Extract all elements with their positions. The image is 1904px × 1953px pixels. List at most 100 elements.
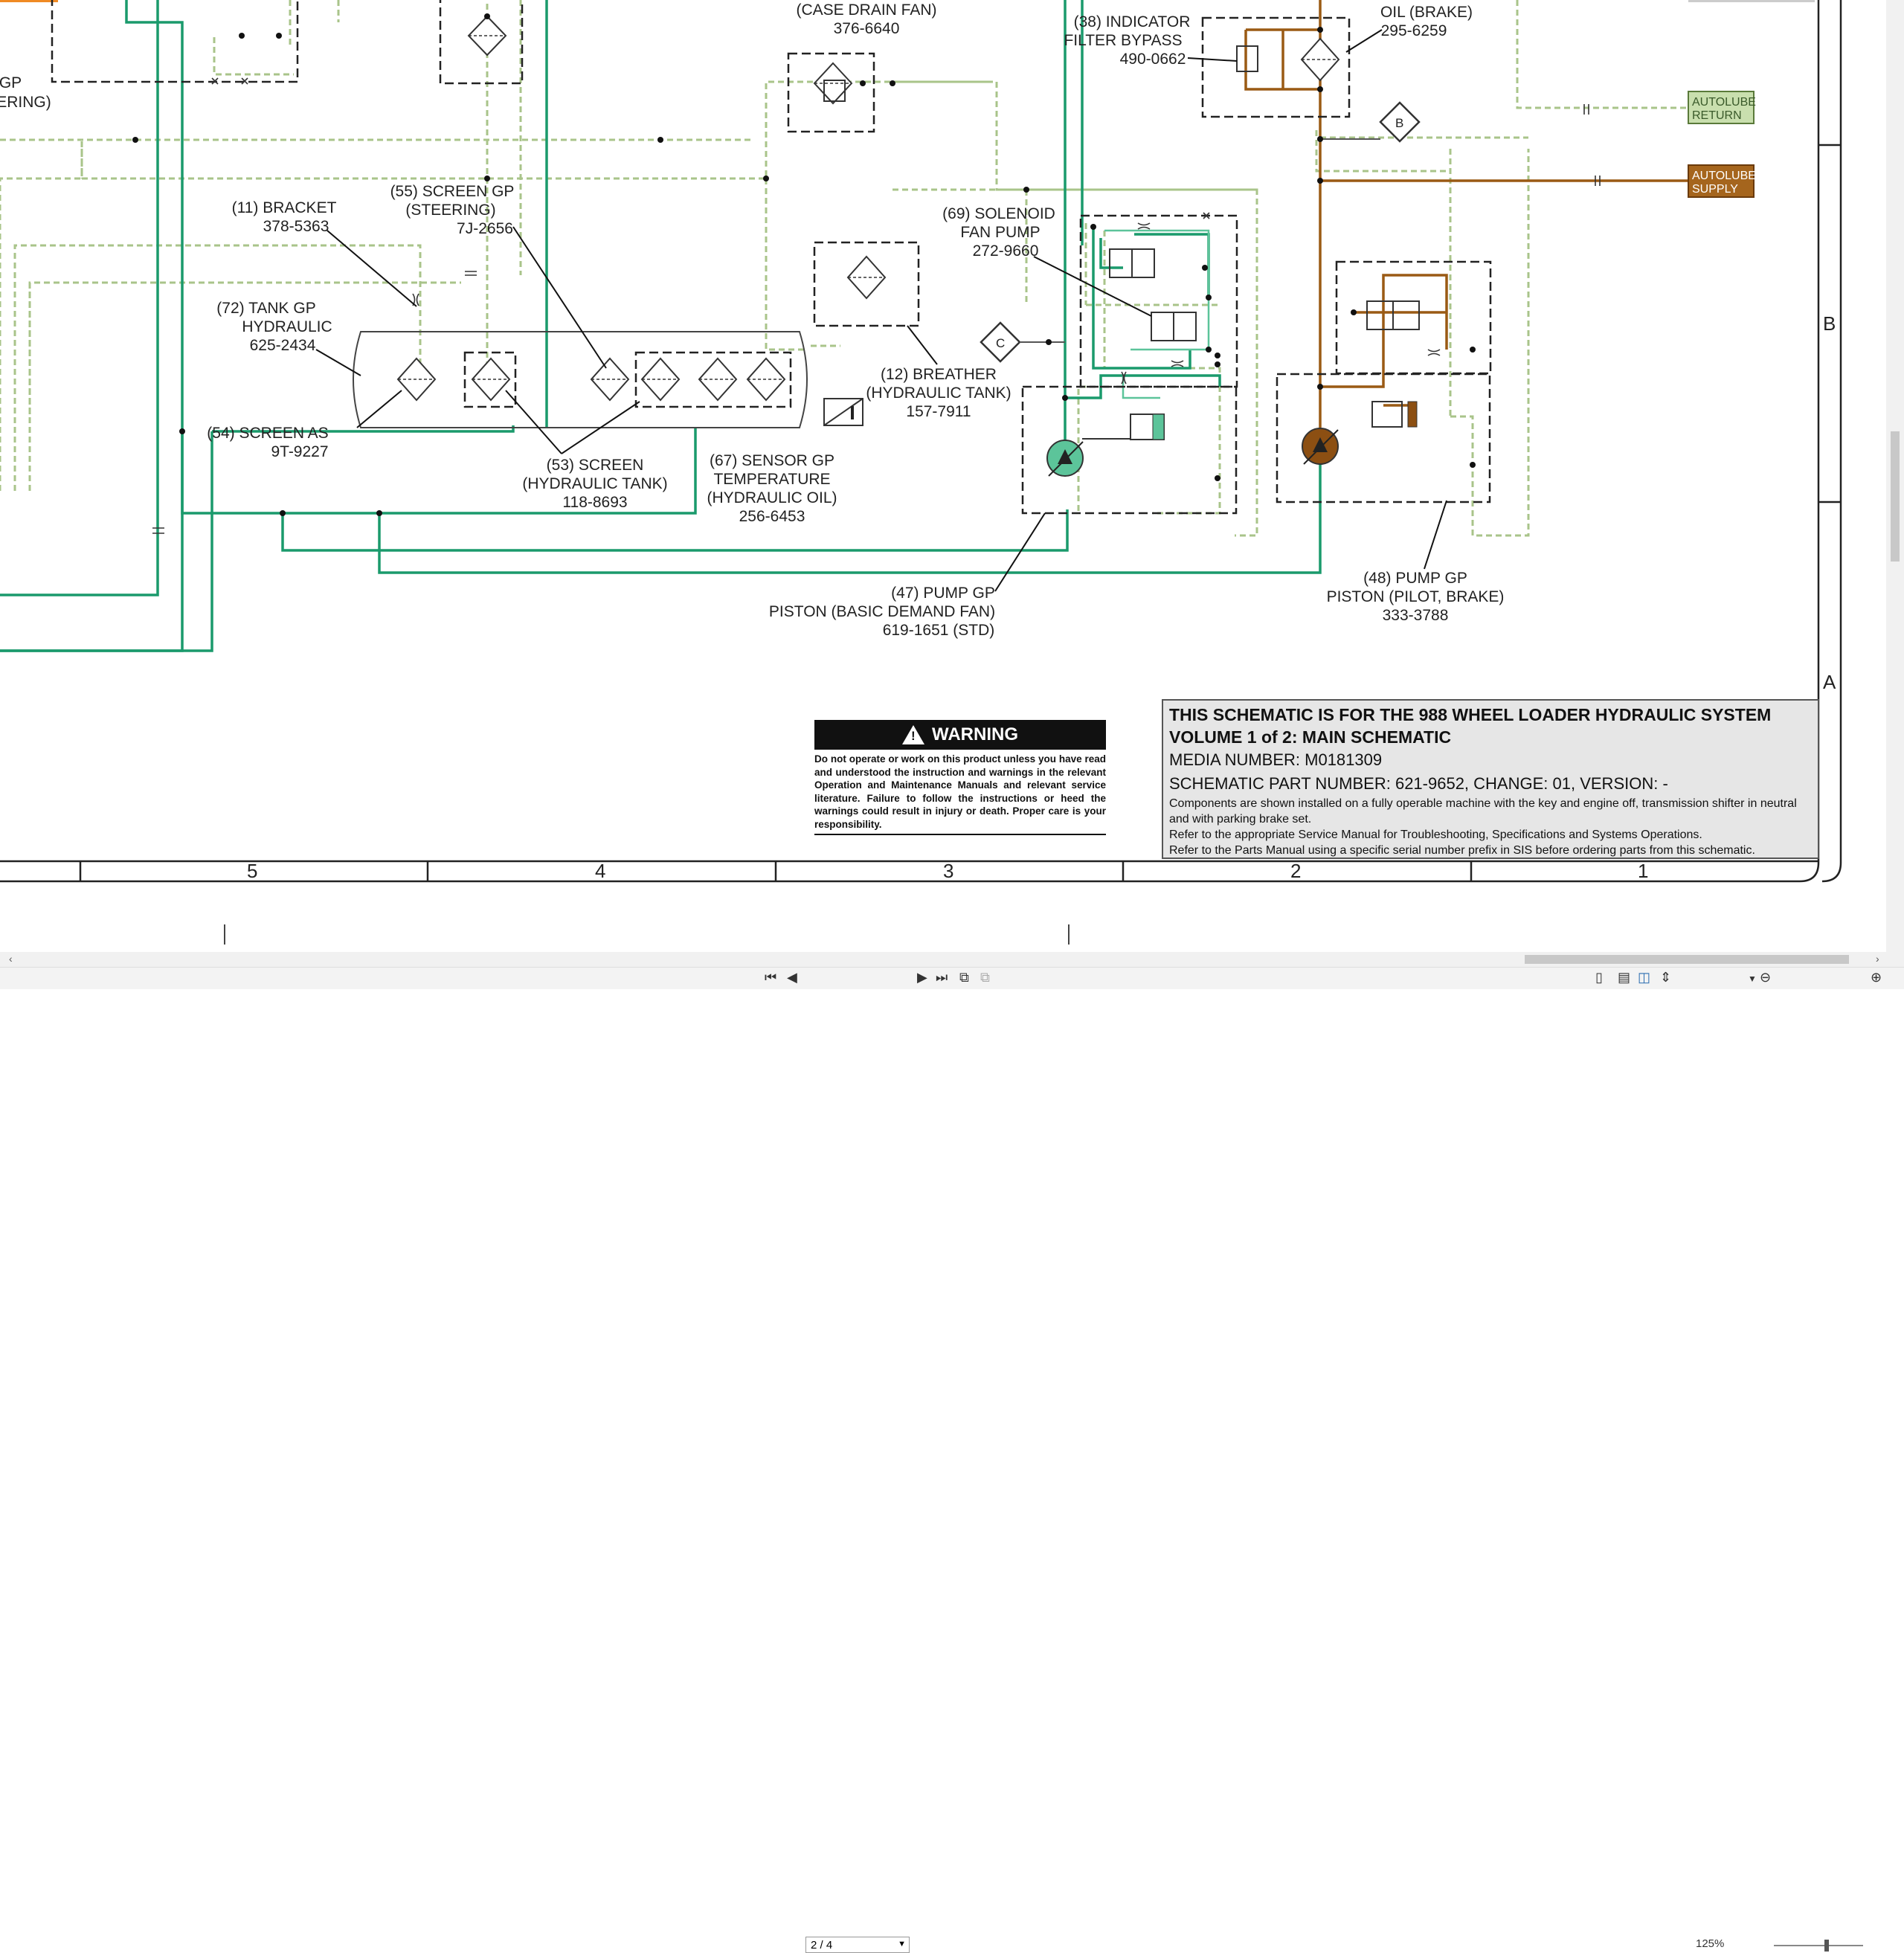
label-breather-12-sub: (HYDRAULIC TANK) — [866, 385, 1011, 402]
label-bracket-11-pn: 378-5363 — [263, 218, 329, 235]
autolube-return-label-1: AUTOLUBE — [1692, 96, 1756, 109]
page-value: 2 / 4 — [811, 1938, 833, 1952]
label-oil-brake: OIL (BRAKE) — [1380, 4, 1473, 21]
label-filter-bypass: FILTER BYPASS — [1064, 32, 1182, 49]
label-screen-gp-55-pn: 7J-2656 — [457, 220, 513, 237]
autolube-return-label-2: RETURN — [1692, 109, 1742, 122]
label-sensor-67-pn: 256-6453 — [739, 508, 805, 525]
continuous-view-icon[interactable]: ▤ — [1618, 970, 1631, 985]
drawing-frame — [0, 0, 1842, 883]
info-line-6: Refer to the appropriate Service Manual … — [1169, 829, 1702, 841]
chevron-down-icon: ▼ — [898, 1940, 906, 1949]
warning-title: WARNING — [932, 724, 1018, 744]
label-sensor-67: (67) SENSOR GP — [710, 452, 834, 469]
copy-icon[interactable]: ⧉ — [980, 970, 990, 985]
hydraulic-schematic: B C — [0, 0, 1842, 945]
label-pump-48-pn: 333-3788 — [1383, 607, 1449, 624]
filter-dashes — [398, 35, 1339, 380]
label-tank-72-pn: 625-2434 — [250, 337, 316, 354]
marker-c[interactable]: C — [980, 321, 1021, 363]
warning-triangle-icon — [902, 725, 924, 744]
label-case-drain-fan: (CASE DRAIN FAN) — [796, 1, 936, 19]
zone-col-3: 3 — [943, 860, 953, 882]
label-screen-as-54: (54) SCREEN AS — [207, 425, 328, 442]
scroll-mode-icon[interactable]: ⇕ — [1660, 970, 1672, 985]
label-sensor-67-sub2: (HYDRAULIC OIL) — [707, 489, 837, 506]
info-line-3: MEDIA NUMBER: M0181309 — [1169, 750, 1383, 769]
label-case-drain-fan-pn: 376-6640 — [834, 20, 900, 37]
warning-text: Do not operate or work on this product u… — [814, 750, 1106, 835]
last-page-icon[interactable]: ⏭ — [936, 970, 948, 985]
info-line-4: SCHEMATIC PART NUMBER: 621-9652, CHANGE:… — [1169, 774, 1668, 793]
label-tank-72-sub: HYDRAULIC — [242, 318, 332, 335]
horizontal-scroll-thumb[interactable] — [1525, 955, 1849, 964]
zone-col-2: 2 — [1290, 860, 1301, 882]
zoom-out-icon[interactable]: ⊖ — [1760, 970, 1772, 985]
zone-row-b: B — [1823, 312, 1836, 335]
leader-lines — [315, 29, 1447, 592]
label-pump-47: (47) PUMP GP — [891, 585, 995, 602]
label-breather-12: (12) BREATHER — [881, 366, 997, 383]
next-page-icon[interactable]: ▶ — [917, 970, 927, 985]
label-breather-12-pn: 157-7911 — [906, 403, 971, 420]
prev-page-icon[interactable]: ◀ — [787, 970, 797, 985]
label-sensor-67-sub1: TEMPERATURE — [713, 471, 830, 488]
zoom-dropdown-icon[interactable]: ▼ — [1748, 974, 1757, 984]
horizontal-scrollbar[interactable]: ‹ › — [0, 952, 1904, 967]
label-pump-48-sub: PISTON (PILOT, BRAKE) — [1327, 588, 1505, 605]
marker-b-label: B — [1395, 116, 1403, 130]
info-line-2: VOLUME 1 of 2: MAIN SCHEMATIC — [1169, 727, 1452, 747]
autolube-supply-label-1: AUTOLUBE — [1692, 170, 1756, 182]
warning-block: WARNING Do not operate or work on this p… — [814, 720, 1106, 835]
scroll-right-arrow-icon[interactable]: › — [1876, 953, 1879, 965]
label-pump-48: (48) PUMP GP — [1363, 570, 1467, 587]
vertical-scroll-thumb[interactable] — [1891, 431, 1900, 562]
warning-header: WARNING — [814, 720, 1106, 750]
label-oil-brake-pn: 295-6259 — [1381, 22, 1447, 39]
label-filter-bypass-pn: 490-0662 — [1120, 51, 1186, 68]
pump-47-symbol[interactable] — [1046, 414, 1165, 477]
pump-48-symbol[interactable] — [1302, 401, 1418, 465]
label-pump-47-pn: 619-1651 (STD) — [883, 622, 995, 639]
autolube-supply-box[interactable]: AUTOLUBE SUPPLY — [1688, 164, 1756, 198]
zoom-slider[interactable] — [1774, 1940, 1863, 1952]
label-pump-47-sub: PISTON (BASIC DEMAND FAN) — [769, 603, 995, 620]
component-outlines — [51, 0, 1492, 515]
page-selector[interactable]: 2 / 4 ▼ — [805, 1937, 910, 1953]
zone-col-4: 4 — [595, 860, 605, 882]
info-line-5: Components are shown installed on a full… — [1169, 797, 1797, 826]
label-solenoid-69-pn: 272-9660 — [973, 242, 1039, 260]
green-lines-thin — [1104, 229, 1210, 399]
label-steering-partial: ERING) — [0, 94, 51, 111]
label-solenoid-69-sub: FAN PUMP — [960, 224, 1040, 241]
solenoid-valve-69[interactable] — [823, 45, 1420, 341]
page-ruler-ticks — [224, 924, 1070, 945]
autolube-return-box[interactable]: AUTOLUBE RETURN — [1688, 91, 1756, 124]
first-page-icon[interactable]: ⏮ — [765, 970, 777, 985]
junction-dots — [132, 13, 1476, 516]
label-screen-53-sub: (HYDRAULIC TANK) — [522, 475, 667, 492]
marker-b[interactable]: B — [1379, 101, 1421, 143]
marker-c-label: C — [996, 336, 1005, 350]
vertical-scrollbar[interactable] — [1886, 0, 1904, 952]
viewer-toolbar: ⏮ ◀ 2 / 4 ▼ ▶ ⏭ ⧉ ⧉ ▯ ▤ ◫ ⇕ 125% ▼ ⊖ ⊕ — [0, 967, 1904, 1953]
link-icon[interactable]: ⧉ — [959, 970, 969, 985]
hydraulic-tank — [353, 331, 808, 428]
info-line-1: THIS SCHEMATIC IS FOR THE 988 WHEEL LOAD… — [1169, 705, 1772, 724]
schematic-info-box: THIS SCHEMATIC IS FOR THE 988 WHEEL LOAD… — [1162, 699, 1819, 859]
zoom-in-icon[interactable]: ⊕ — [1871, 970, 1882, 985]
top-right-tab — [1688, 0, 1815, 2]
label-bracket-11: (11) BRACKET — [232, 199, 337, 216]
autolube-supply-label-2: SUPPLY — [1692, 183, 1738, 196]
zone-col-1: 1 — [1638, 860, 1648, 882]
zoom-slider-knob[interactable] — [1824, 1940, 1829, 1952]
label-gp-partial: GP — [0, 74, 22, 91]
label-screen-gp-55-sub: (STEERING) — [405, 202, 495, 219]
zone-row-a: A — [1823, 671, 1836, 693]
document-viewport[interactable]: B C — [0, 0, 1904, 952]
scroll-left-arrow-icon[interactable]: ‹ — [9, 953, 13, 965]
single-page-view-icon[interactable]: ▯ — [1595, 970, 1603, 985]
temperature-sensor-67[interactable] — [823, 398, 863, 426]
two-page-view-icon[interactable]: ◫ — [1638, 970, 1651, 985]
zoom-level[interactable]: 125% — [1696, 1937, 1725, 1950]
